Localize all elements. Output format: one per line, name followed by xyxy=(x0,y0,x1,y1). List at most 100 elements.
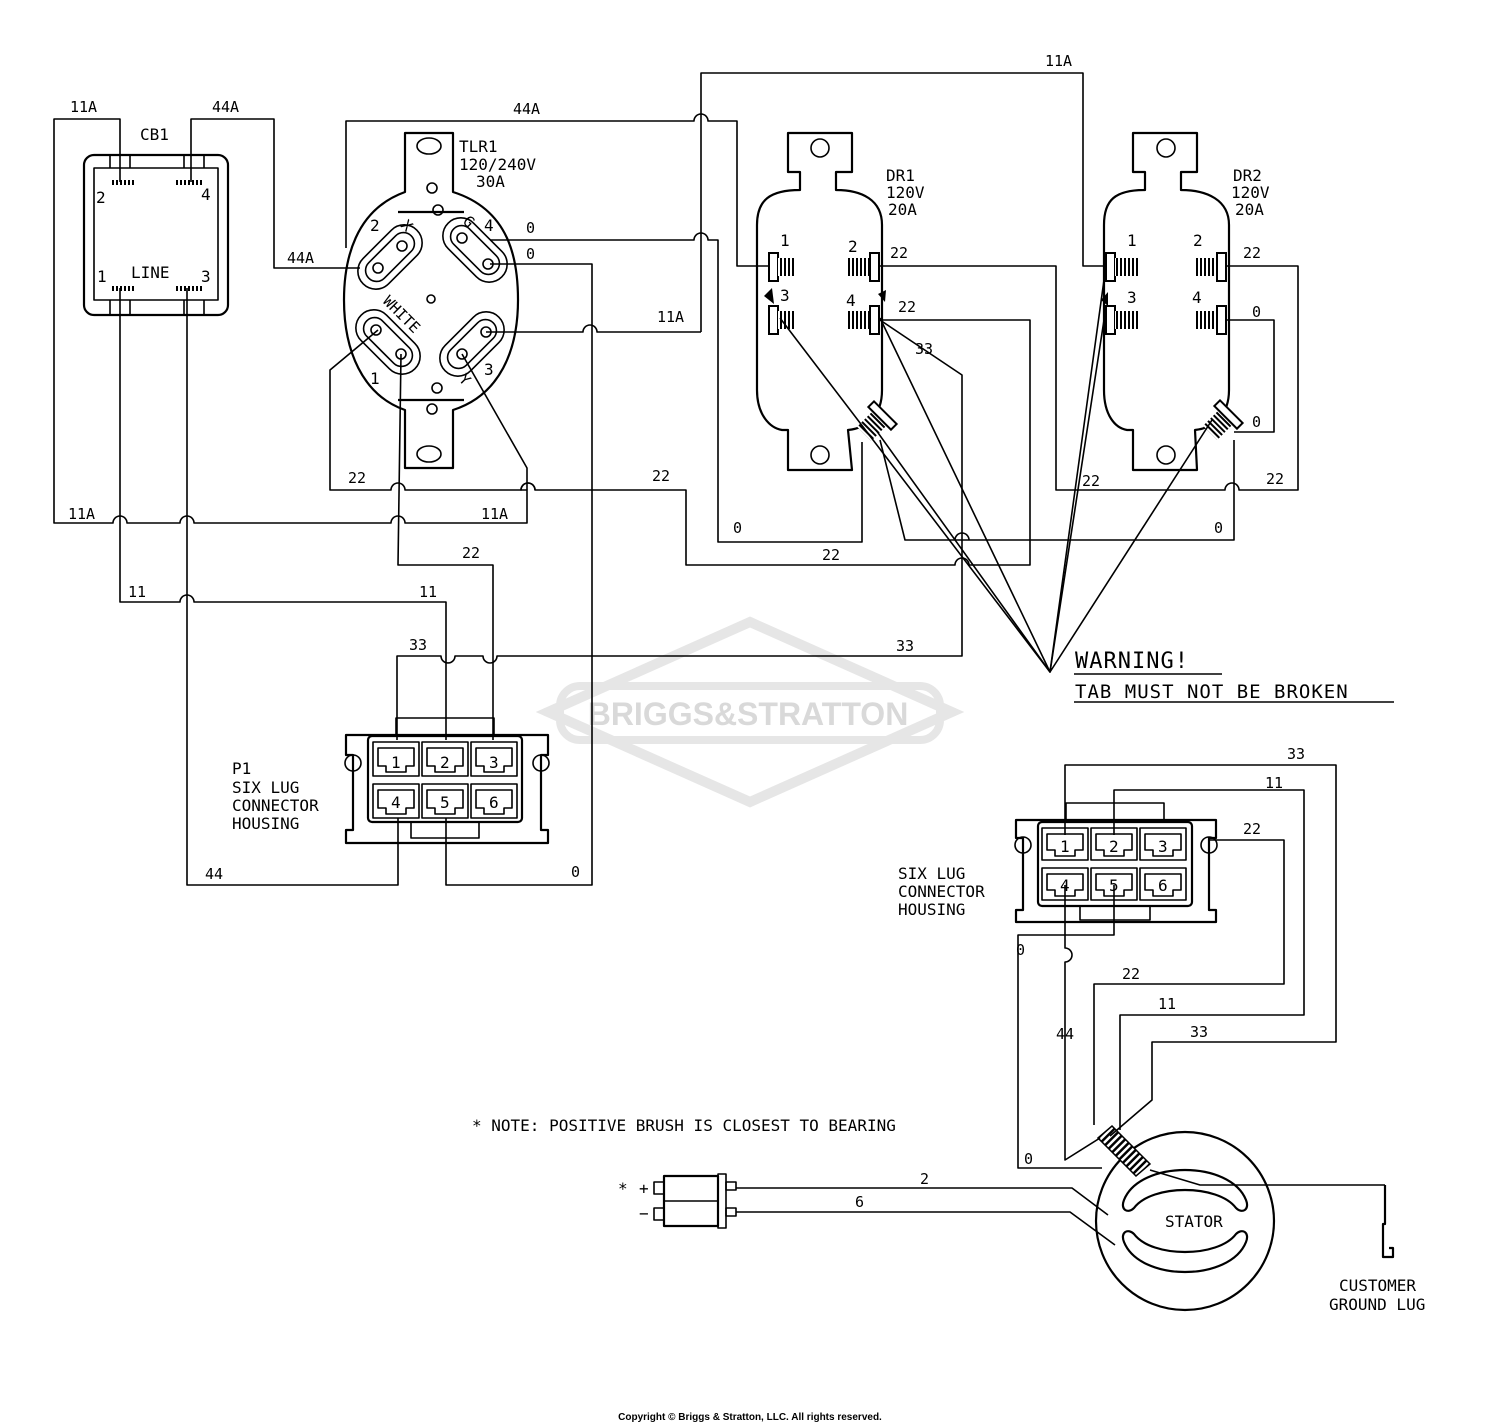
p1-cell-1: 1 xyxy=(391,753,401,772)
p2-desc-3: HOUSING xyxy=(898,900,965,919)
label-22-dr2-2: 22 xyxy=(1243,244,1261,262)
dr2-pin-1: 1 xyxy=(1127,231,1137,250)
brush-assembly: * + − xyxy=(618,1173,758,1229)
dr1-rating-voltage: 120V xyxy=(886,183,925,202)
cb1-pin-2: 2 xyxy=(96,188,106,207)
label-6-brush: 6 xyxy=(855,1193,864,1211)
label-22-harness: 22 xyxy=(1122,965,1140,983)
p1-cell-5: 5 xyxy=(440,793,450,812)
p1-cell-4: 4 xyxy=(391,793,401,812)
p1-desc-2: CONNECTOR xyxy=(232,796,319,815)
p2-cell-2: 2 xyxy=(1109,837,1119,856)
brush-minus-label: − xyxy=(639,1204,649,1223)
dr2-pin-4: 4 xyxy=(1192,288,1202,307)
p1-desc-1: SIX LUG xyxy=(232,778,299,797)
watermark-text: BRIGGS&STRATTON xyxy=(588,696,909,732)
p1-label: P1 xyxy=(232,759,251,778)
p2-desc-1: SIX LUG xyxy=(898,864,965,883)
label-11a-top: 11A xyxy=(1045,52,1072,70)
brush-note: * NOTE: POSITIVE BRUSH IS CLOSEST TO BEA… xyxy=(472,1116,896,1135)
copyright: Copyright © Briggs & Stratton, LLC. All … xyxy=(618,1412,882,1423)
label-33-dr1: 33 xyxy=(915,340,933,358)
connector-stator: 1 2 3 4 5 6 SIX LUG CONNECTOR HOUSING xyxy=(898,802,1218,924)
cb1-pin-1: 1 xyxy=(97,267,107,286)
label-22-mid: 22 xyxy=(652,467,670,485)
label-11-left: 11 xyxy=(128,583,146,601)
dr1-pin-2: 2 xyxy=(848,237,858,256)
label-22-dr2-right: 22 xyxy=(1266,470,1284,488)
p2-cell-1: 1 xyxy=(1060,837,1070,856)
p2-cell-6: 6 xyxy=(1158,876,1168,895)
dr1-rating-current: 20A xyxy=(888,200,917,219)
wires xyxy=(53,72,1385,1246)
brush-star: * xyxy=(618,1179,628,1198)
label-44-bottom: 44 xyxy=(205,865,223,883)
tlr1-rating-current: 30A xyxy=(476,172,505,191)
dr2-rating-voltage: 120V xyxy=(1231,183,1270,202)
dr2-pin-3: 3 xyxy=(1127,288,1137,307)
warning-title: WARNING! xyxy=(1075,649,1189,674)
tlr1-pin-4: 4 xyxy=(484,216,494,235)
p1-desc-3: HOUSING xyxy=(232,814,299,833)
label-22-p2: 22 xyxy=(1243,820,1261,838)
label-11-p2: 11 xyxy=(1265,774,1283,792)
customer-ground-lug: CUSTOMER GROUND LUG xyxy=(1329,1185,1425,1314)
warning-text: TAB MUST NOT BE BROKEN xyxy=(1075,681,1349,703)
receptacle-dr2: DR2 120V 20A 1 2 3 4 xyxy=(1102,131,1270,472)
tlr1-mark-y: Y xyxy=(455,370,474,389)
p1-cell-2: 2 xyxy=(440,753,450,772)
label-22-dr1-4: 22 xyxy=(898,298,916,316)
label-11a-mid: 11A xyxy=(657,308,684,326)
receptacle-tlr1: TLR1 120/240V 30A X G WHITE Y 2 4 1 3 xyxy=(342,131,536,470)
label-0-tlr-b: 0 xyxy=(526,245,535,263)
connector-p1: 1 2 3 4 5 6 P1 SIX LUG CONNECTOR HOUSING xyxy=(232,717,550,845)
dr1-pin-4: 4 xyxy=(846,291,856,310)
label-33-right: 33 xyxy=(896,637,914,655)
label-33-p2: 33 xyxy=(1287,745,1305,763)
label-11a-bus-right: 11A xyxy=(481,505,508,523)
cb1-line-label: LINE xyxy=(131,263,170,282)
cb1-pin-4: 4 xyxy=(201,185,211,204)
breaker-cb1: CB1 LINE 2 4 1 3 xyxy=(82,125,230,317)
ground-lug-label-2: GROUND LUG xyxy=(1329,1295,1425,1314)
label-22-dr1-2: 22 xyxy=(890,244,908,262)
dr1-pin-3: 3 xyxy=(780,286,790,305)
cb1-pin-3: 3 xyxy=(201,267,211,286)
dr1-pin-1: 1 xyxy=(780,231,790,250)
label-11-harness: 11 xyxy=(1158,995,1176,1013)
tlr1-label: TLR1 xyxy=(459,137,498,156)
label-0-p2: 0 xyxy=(1016,941,1025,959)
label-22-dr2-bus: 22 xyxy=(1082,472,1100,490)
tlr1-pin-1: 1 xyxy=(370,369,380,388)
label-11a-cb1: 11A xyxy=(70,98,97,116)
label-44-harness: 44 xyxy=(1056,1025,1074,1043)
label-0-dr2-4: 0 xyxy=(1252,303,1261,321)
p2-cell-3: 3 xyxy=(1158,837,1168,856)
stator-label: STATOR xyxy=(1165,1212,1223,1231)
label-33-harness: 33 xyxy=(1190,1023,1208,1041)
label-0-dr1-bus: 0 xyxy=(733,519,742,537)
label-11a-bus-left: 11A xyxy=(68,505,95,523)
tlr1-pin-3: 3 xyxy=(484,360,494,379)
tlr1-rating-voltage: 120/240V xyxy=(459,155,536,174)
label-22-left: 22 xyxy=(348,469,366,487)
label-22-p1: 22 xyxy=(462,544,480,562)
label-22-lower: 22 xyxy=(822,546,840,564)
stator: STATOR xyxy=(1094,1124,1276,1312)
label-44a-cb1: 44A xyxy=(212,98,239,116)
label-0-dr2-g: 0 xyxy=(1252,413,1261,431)
dr1-label: DR1 xyxy=(886,166,915,185)
brush-plus-label: + xyxy=(639,1179,649,1198)
label-0-bottom: 0 xyxy=(571,863,580,881)
p1-cell-6: 6 xyxy=(489,793,499,812)
watermark: BRIGGS&STRATTON xyxy=(535,616,965,808)
label-44a-tlr: 44A xyxy=(287,249,314,267)
warning-note: WARNING! TAB MUST NOT BE BROKEN xyxy=(1074,649,1394,703)
dr2-rating-current: 20A xyxy=(1235,200,1264,219)
label-0-tlr-a: 0 xyxy=(526,219,535,237)
label-44a-top: 44A xyxy=(513,100,540,118)
cb1-label: CB1 xyxy=(140,125,169,144)
ground-lug-label-1: CUSTOMER xyxy=(1339,1276,1416,1295)
dr2-label: DR2 xyxy=(1233,166,1262,185)
